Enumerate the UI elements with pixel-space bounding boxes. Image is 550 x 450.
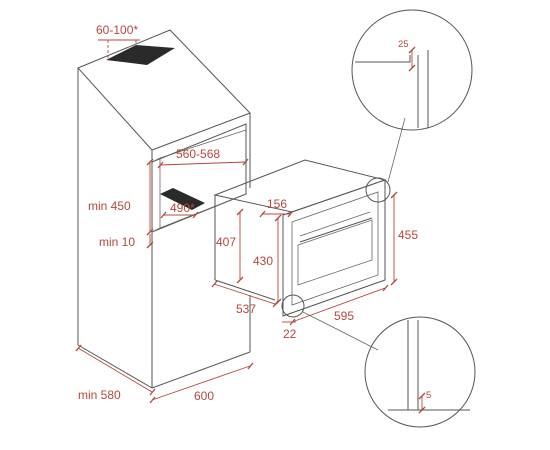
label-inner-height: 430: [253, 254, 273, 268]
label-cabinet-depth: min 580: [78, 388, 121, 402]
oven-body-bottom: [214, 279, 276, 301]
dimension-lines: [75, 39, 398, 404]
top-vent-opening: [106, 45, 175, 65]
niche-inner-left: [151, 157, 161, 233]
detail-circle-bottom: [364, 316, 476, 428]
oven-door-handle[interactable]: [299, 217, 373, 243]
detail-leader-bottom: [302, 311, 379, 351]
label-body-depth: 537: [236, 302, 256, 316]
label-detail-top-gap: 25: [398, 39, 409, 50]
detail-top-cabinet: [355, 55, 411, 63]
label-cabinet-width: 600: [194, 389, 214, 403]
label-min-bottom: min 10: [99, 235, 135, 249]
cabinet-bottom-front: [151, 351, 251, 389]
oven-front-panel: [291, 191, 379, 306]
oven-door-window: [297, 219, 373, 286]
dimension-labels: 60-100* 560-568 min 450 490* min 10 min …: [78, 23, 431, 403]
niche-opening: [151, 123, 247, 233]
oven-top-face: [213, 159, 387, 213]
label-niche-width: 560-568: [176, 147, 220, 161]
dim-cabinet-width-line: [151, 365, 251, 401]
niche-inner-bottom: [159, 193, 247, 229]
label-detail-bottom-gap: 5: [426, 390, 431, 401]
oven-control-strip: [299, 211, 371, 237]
cabinet-bottom-left: [77, 344, 153, 389]
label-vent-opening: 60-100*: [96, 23, 138, 37]
label-front-width: 595: [334, 309, 354, 323]
dim-front-width-line: [291, 287, 386, 323]
detail-marker-bottom: [281, 294, 305, 318]
detail-circle-top: [351, 9, 473, 131]
label-body-height: 407: [216, 235, 236, 249]
label-front-gap: 22: [283, 327, 297, 341]
niche-inner-top: [159, 129, 247, 159]
dim-body-depth-line: [213, 283, 276, 305]
dim-niche-width-line: [159, 161, 247, 166]
oven-front-frame: [282, 179, 386, 317]
label-vent-depth: 490*: [170, 201, 195, 215]
detail-bottom: [281, 294, 476, 428]
niche-vent-opening: [160, 188, 205, 210]
detail-marker-top: [365, 177, 391, 203]
dim-cabinet-depth-line: [77, 347, 153, 393]
detail-top: [351, 9, 473, 203]
label-front-height: 455: [398, 228, 418, 242]
cabinet: [77, 29, 251, 389]
label-panel-depth: 156: [267, 197, 287, 211]
label-min-height: min 450: [88, 199, 131, 213]
detail-leader-top: [387, 117, 406, 183]
